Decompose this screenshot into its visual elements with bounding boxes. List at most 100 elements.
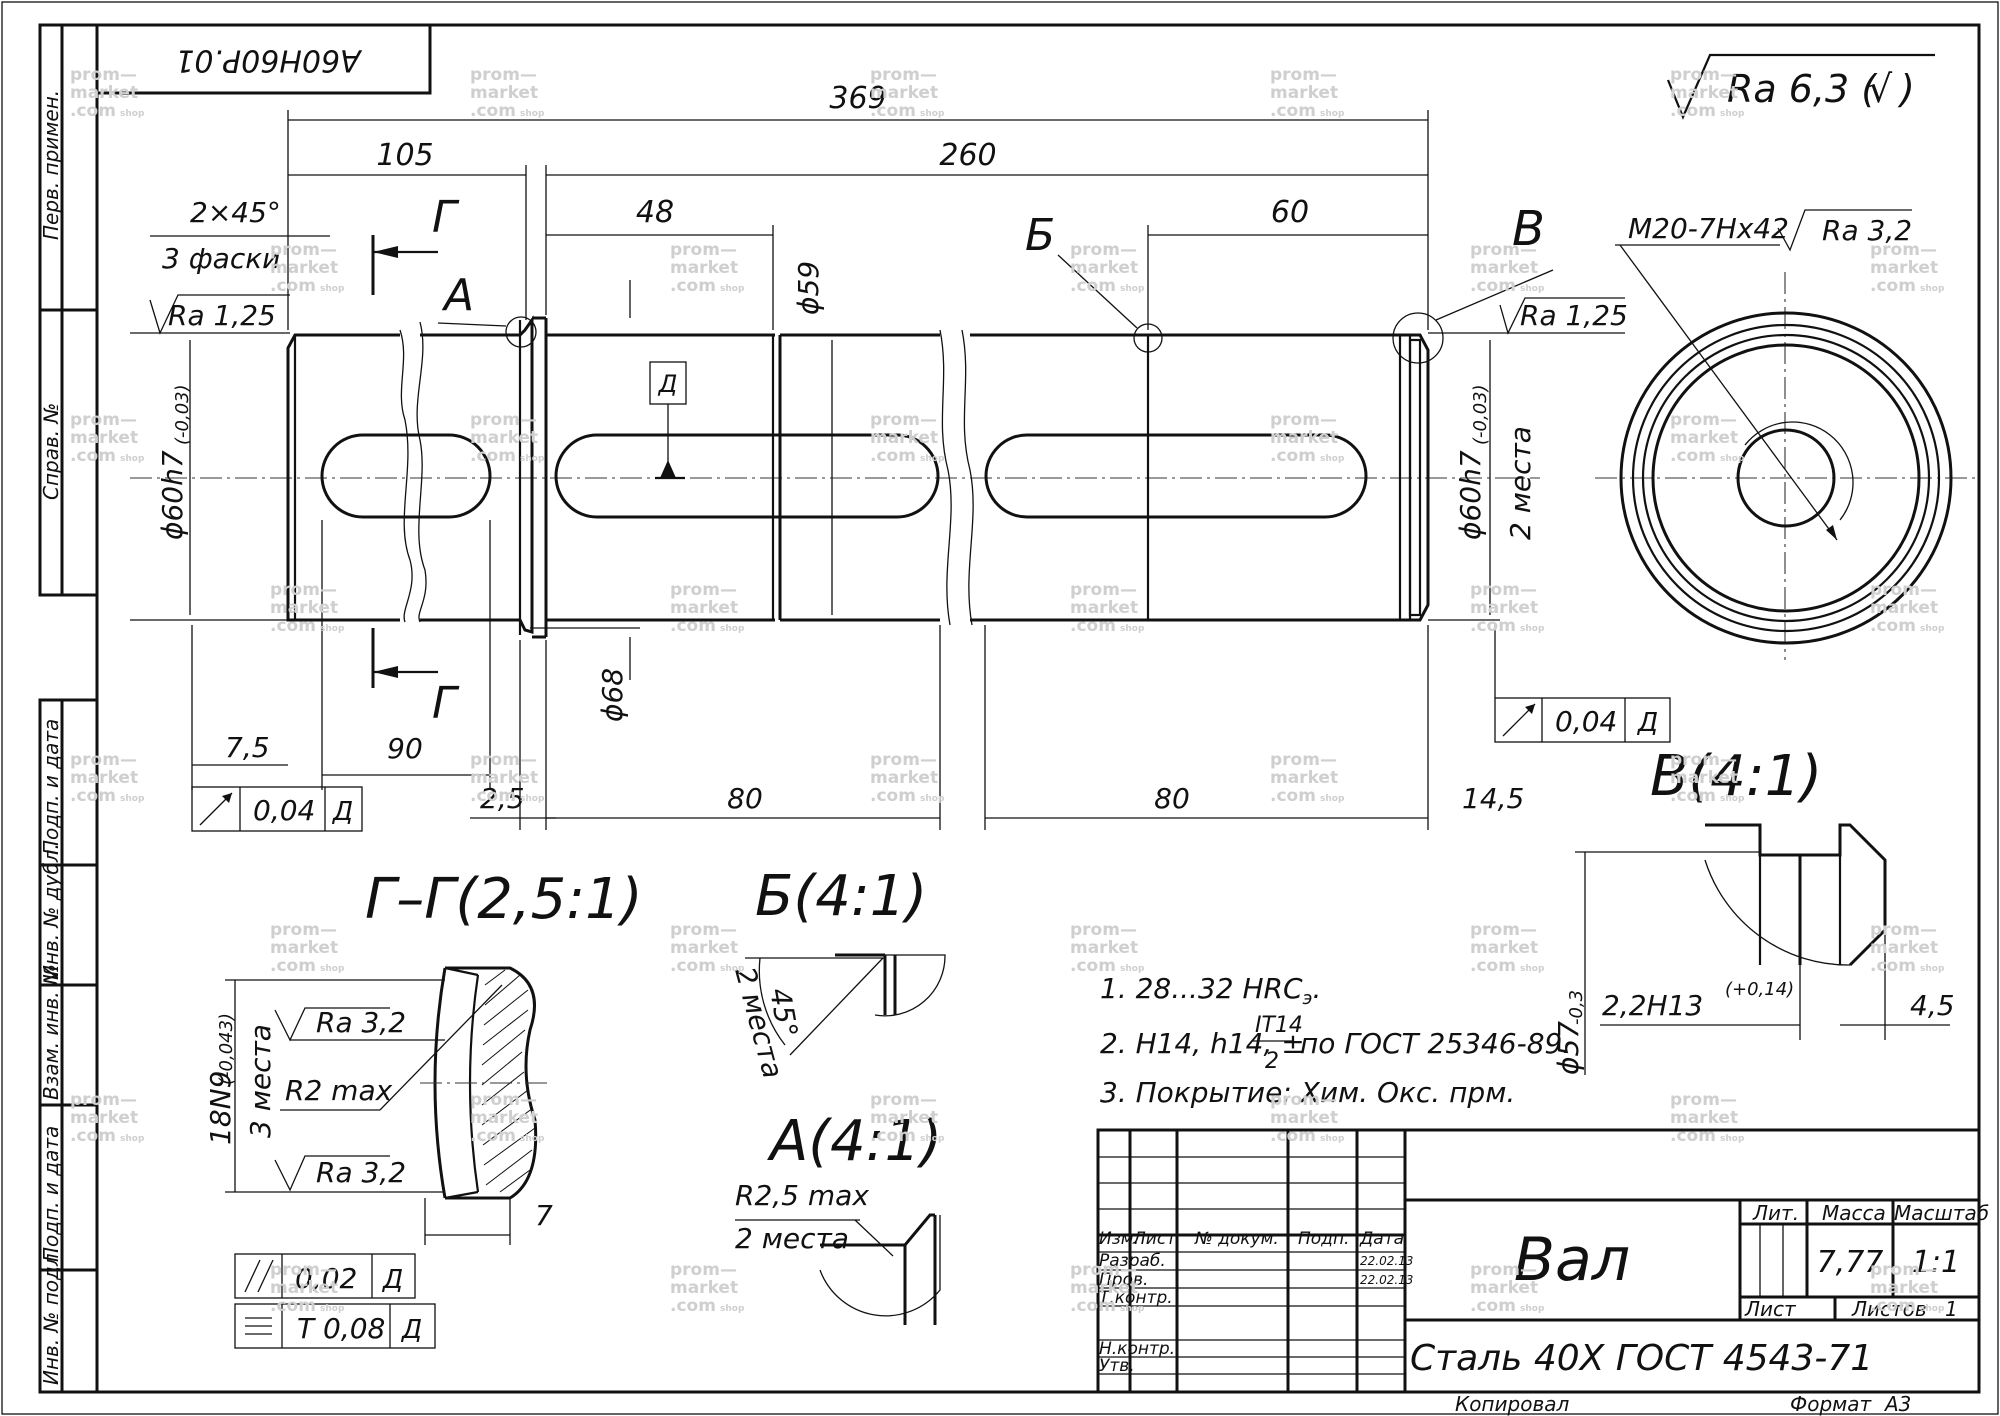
label-G-top: Г <box>432 192 460 243</box>
svg-text:prom—: prom— <box>1270 1090 1337 1110</box>
tb-date1: 22.02.13 <box>1360 1254 1413 1268</box>
label-A: А <box>441 270 474 321</box>
tb-sheets-num: 1 <box>1945 1297 1958 1321</box>
svg-text:.com: .com <box>1470 1296 1516 1316</box>
dim-60: 60 <box>1271 195 1309 230</box>
gg-r2: R2 max <box>285 1074 393 1107</box>
label-B: Б <box>1025 210 1055 261</box>
svg-text:.com: .com <box>670 276 716 296</box>
svg-text:.com: .com <box>1270 786 1316 806</box>
svg-text:market: market <box>1270 1108 1338 1128</box>
end-view: M20-7Hx42 Ra 3,2 <box>1595 209 1980 660</box>
tol-right-datum: Д <box>1637 708 1658 738</box>
svg-text:.com: .com <box>1670 786 1716 806</box>
detail-v-dia-tol: -0,3 <box>1566 990 1587 1025</box>
datum-box: Д <box>658 370 678 398</box>
svg-text:.com: .com <box>270 616 316 636</box>
svg-text:shop: shop <box>920 109 945 119</box>
svg-text:market: market <box>470 83 538 103</box>
dim-places-2: 2 места <box>1504 426 1537 540</box>
dim-7-5: 7,5 <box>225 731 270 764</box>
svg-text:market: market <box>1470 1278 1538 1298</box>
svg-text:.com: .com <box>470 786 516 806</box>
tb-lit: Лит. <box>1752 1201 1799 1225</box>
svg-text:prom—: prom— <box>270 920 337 940</box>
svg-text:market: market <box>270 1278 338 1298</box>
svg-text:shop: shop <box>1520 284 1545 294</box>
svg-text:market: market <box>270 258 338 278</box>
svg-text:shop: shop <box>320 624 345 634</box>
section-gg-title: Г–Г(2,5:1) <box>365 867 643 932</box>
dim-369: 369 <box>829 81 886 116</box>
tb-h-doc: № докум. <box>1194 1229 1279 1249</box>
svg-text:.com: .com <box>70 1126 116 1146</box>
svg-text:prom—: prom— <box>70 410 137 430</box>
dim-dia60-right-tol: (-0,03) <box>1470 384 1491 445</box>
svg-text:shop: shop <box>720 284 745 294</box>
dim-dia60-left-tol: (-0,03) <box>172 384 193 445</box>
svg-text:prom—: prom— <box>870 65 937 85</box>
svg-text:.com: .com <box>1670 101 1716 121</box>
svg-text:shop: shop <box>720 1304 745 1314</box>
svg-text:market: market <box>1670 768 1738 788</box>
dim-chamfer-note: 3 фаски <box>162 242 280 275</box>
svg-text:.com: .com <box>70 786 116 806</box>
svg-text:.com: .com <box>670 616 716 636</box>
svg-text:prom—: prom— <box>670 580 737 600</box>
svg-text:market: market <box>870 428 938 448</box>
svg-text:shop: shop <box>1920 964 1945 974</box>
svg-text:prom—: prom— <box>1470 240 1537 260</box>
note-2-den: 2 <box>1265 1049 1279 1074</box>
svg-text:shop: shop <box>320 284 345 294</box>
svg-text:shop: shop <box>720 624 745 634</box>
svg-text:prom—: prom— <box>270 580 337 600</box>
svg-text:.com: .com <box>870 101 916 121</box>
svg-text:prom—: prom— <box>870 1090 937 1110</box>
svg-text:market: market <box>670 938 738 958</box>
svg-text:market: market <box>70 83 138 103</box>
svg-text:.com: .com <box>1670 446 1716 466</box>
tb-r-razrab: Разраб. <box>1099 1251 1166 1271</box>
dim-chamfer: 2×45° <box>190 196 281 229</box>
svg-text:market: market <box>1270 768 1338 788</box>
tb-format: А3 <box>1883 1392 1911 1416</box>
svg-text:shop: shop <box>1920 1304 1945 1314</box>
svg-text:market: market <box>1870 1278 1938 1298</box>
svg-text:market: market <box>470 1108 538 1128</box>
tolerance-frame-left: 0,04 Д <box>191 786 363 832</box>
detail-v-width: 4,5 <box>1910 989 1955 1022</box>
svg-text:market: market <box>1070 598 1138 618</box>
dim-14-5: 14,5 <box>1462 782 1524 815</box>
svg-text:market: market <box>870 768 938 788</box>
svg-text:market: market <box>1070 258 1138 278</box>
strip-inv-podl: Инв. № подл. <box>39 1247 63 1385</box>
svg-text:market: market <box>1870 258 1938 278</box>
gg-tol2-datum: Д <box>401 1315 422 1345</box>
roughness-right: Ra 1,25 <box>1428 297 1628 335</box>
roughness-general-text: Ra 6,3 ( <box>1727 67 1878 111</box>
top-dimensions: 369 105 260 48 60 2×45° 3 фаски <box>150 81 1429 330</box>
svg-text:market: market <box>670 1278 738 1298</box>
section-gg: Г–Г(2,5:1) 18N9 (-0,043) 3 места Ra 3,2 … <box>204 867 643 1349</box>
note-2-num: IT14 <box>1255 1013 1303 1038</box>
svg-text:.com: .com <box>270 276 316 296</box>
detail-a-title: А(4:1) <box>767 1109 942 1174</box>
drawing-code: А60Н60Р.01 <box>175 43 362 78</box>
tb-mass-label: Масса <box>1822 1201 1886 1225</box>
svg-text:market: market <box>1670 428 1738 448</box>
note-2-prefix: 2. H14, h14, ± <box>1100 1027 1305 1060</box>
